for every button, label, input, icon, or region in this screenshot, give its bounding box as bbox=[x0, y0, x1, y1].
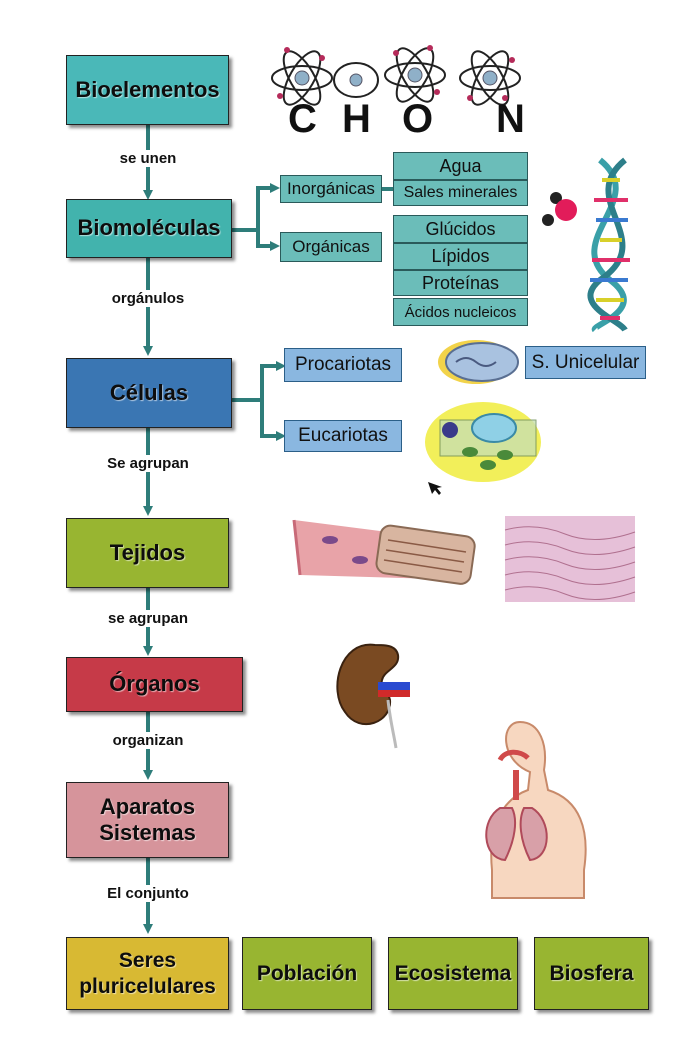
arrow-to-inorganicas bbox=[232, 183, 280, 232]
pluricelulares-label: pluricelulares bbox=[79, 974, 216, 998]
connector-organulos: orgánulos bbox=[108, 290, 188, 307]
atom-icon-n bbox=[459, 50, 521, 106]
dna-illustration bbox=[542, 157, 630, 333]
level-seres-pluricelulares: Seres pluricelulares bbox=[66, 937, 229, 1010]
organ-illustrations bbox=[336, 643, 587, 899]
level-tejidos: Tejidos bbox=[66, 518, 229, 588]
level-sistemas-label: Sistemas bbox=[99, 820, 196, 845]
level-biosfera: Biosfera bbox=[534, 937, 649, 1010]
tissue-micrograph-icon bbox=[504, 516, 636, 602]
seres-label: Seres bbox=[118, 949, 177, 973]
water-molecule-icon bbox=[542, 192, 577, 226]
unicelular-box: S. Unicelular bbox=[525, 346, 646, 379]
eucariotas-box: Eucariotas bbox=[284, 420, 402, 452]
mouse-cursor-icon bbox=[428, 482, 442, 495]
poblacion-label: Población bbox=[256, 961, 358, 985]
tissue-illustrations bbox=[292, 516, 636, 602]
level-organos-label: Órganos bbox=[109, 671, 200, 697]
biosfera-label: Biosfera bbox=[549, 961, 634, 985]
prokaryote-icon bbox=[438, 340, 519, 384]
connector-se-unen: se unen bbox=[116, 150, 180, 167]
arrow-to-procariotas bbox=[232, 361, 286, 402]
atom-label-o: O bbox=[402, 97, 434, 141]
arrow-to-organicas bbox=[256, 230, 280, 251]
atom-label-c: C bbox=[288, 97, 317, 141]
acidos-nucleicos-box: Ácidos nucleicos bbox=[393, 298, 528, 326]
cell-illustrations bbox=[425, 340, 541, 495]
level-biomoleculas-label: Biomoléculas bbox=[77, 215, 221, 241]
muscle-fiber-icon bbox=[292, 519, 476, 585]
level-biomoleculas: Biomoléculas bbox=[66, 199, 232, 258]
level-celulas-label: Células bbox=[109, 379, 189, 405]
connector-organizan: organizan bbox=[109, 732, 187, 749]
ecosistema-label: Ecosistema bbox=[394, 961, 512, 985]
organicas-box: Orgánicas bbox=[280, 232, 382, 262]
atoms-illustration bbox=[271, 45, 521, 106]
connector-el-conjunto: El conjunto bbox=[104, 885, 192, 902]
proteinas-box: Proteínas bbox=[393, 270, 528, 296]
connector-se-agrupan-2: se agrupan bbox=[104, 610, 192, 627]
level-organos: Órganos bbox=[66, 657, 243, 712]
level-ecosistema: Ecosistema bbox=[388, 937, 518, 1010]
atom-label-h: H bbox=[342, 97, 371, 141]
agua-box: Agua bbox=[393, 152, 528, 180]
atom-icon-h bbox=[333, 62, 379, 98]
connector-se-agrupan-1: Se agrupan bbox=[104, 455, 192, 472]
inorganicas-box: Inorgánicas bbox=[280, 175, 382, 203]
level-tejidos-label: Tejidos bbox=[109, 539, 186, 565]
sales-minerales-box: Sales minerales bbox=[393, 180, 528, 206]
level-bioelementos: Bioelementos bbox=[66, 55, 229, 125]
lipidos-box: Lípidos bbox=[393, 243, 528, 270]
procariotas-box: Procariotas bbox=[284, 348, 402, 382]
arrow-to-eucariotas bbox=[260, 400, 286, 441]
eukaryote-icon bbox=[425, 402, 541, 482]
level-celulas: Células bbox=[66, 358, 232, 428]
kidney-icon bbox=[336, 643, 410, 749]
level-aparatos-sistemas: Aparatos Sistemas bbox=[66, 782, 229, 858]
atom-label-n: N bbox=[496, 97, 525, 141]
level-poblacion: Población bbox=[242, 937, 372, 1010]
respiratory-system-icon bbox=[485, 720, 587, 899]
glucidos-box: Glúcidos bbox=[393, 215, 528, 243]
level-bioelementos-label: Bioelementos bbox=[75, 76, 220, 102]
level-aparatos-label: Aparatos bbox=[99, 793, 196, 819]
